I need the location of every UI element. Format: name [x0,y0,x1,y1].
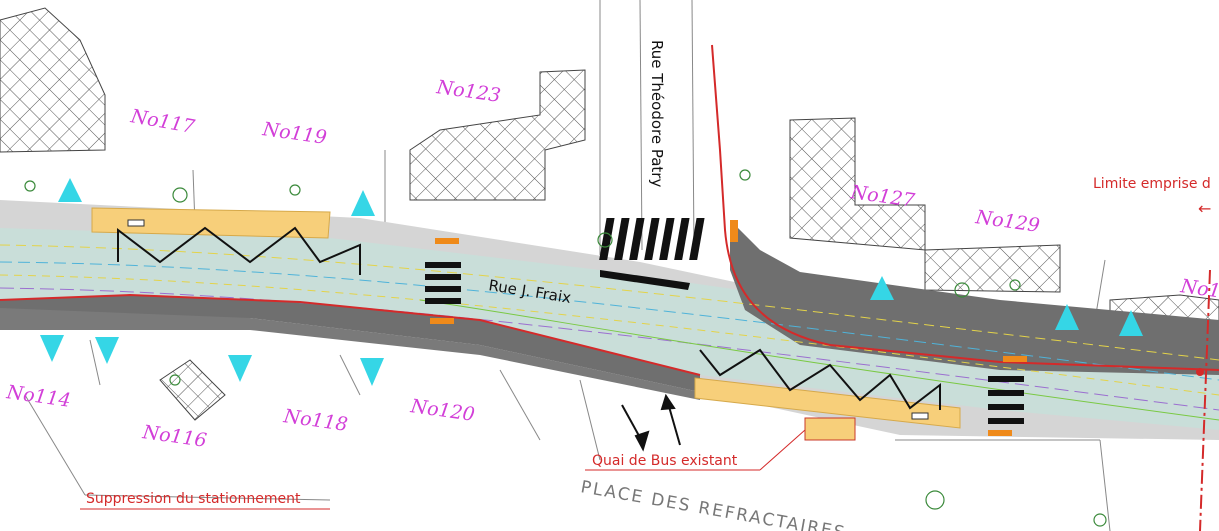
bus-platform-south [694,377,961,429]
east-sidewalk [730,220,1219,375]
square-label: PLACE DES REFRACTAIRES [579,477,848,531]
bus-direction-arrows [621,393,681,452]
limit-arrow-icon: ← [1198,199,1211,218]
lot-label: No123 [434,76,502,107]
side-street-label: Rue Théodore Patry [648,40,666,187]
orange-markers [430,220,1027,436]
shelter-icon [127,219,929,420]
building-hatch [409,69,586,201]
zigzag-south [699,348,941,410]
lot-label: No116 [140,421,208,452]
building-hatch [0,7,106,153]
building-hatch [159,359,226,421]
zigzag-north [117,226,361,275]
south-sidewalk [0,295,700,392]
building-hatch [924,244,1061,293]
emprise-lines [0,44,1219,531]
tree-symbols [24,169,1107,527]
bus-stop-annotation: Quai de Bus existant [592,453,738,469]
carriageway [0,228,1219,430]
limit-marker [1196,368,1204,376]
building-hatch [789,117,926,251]
bus-platform-south-ext [804,417,856,441]
lot-label: No118 [281,405,349,436]
crosswalk-main-west [425,262,461,304]
bus-platform-north [91,207,331,239]
lot-label: No114 [4,381,72,412]
limit-annotation: Limite emprise d [1093,176,1211,192]
cyan-arrow-icons [40,178,1143,386]
lot-label: No129 [973,206,1041,237]
crosswalk-side-street [599,218,705,290]
lot-label: No117 [128,105,197,138]
lot-label: No119 [260,118,328,149]
south-sidewalk-low [0,308,700,400]
bus-stop-leader [759,429,806,471]
crosswalk-main-east [988,376,1024,424]
lot-label: No120 [408,395,476,426]
parking-annotation: Suppression du stationnement [86,491,301,507]
